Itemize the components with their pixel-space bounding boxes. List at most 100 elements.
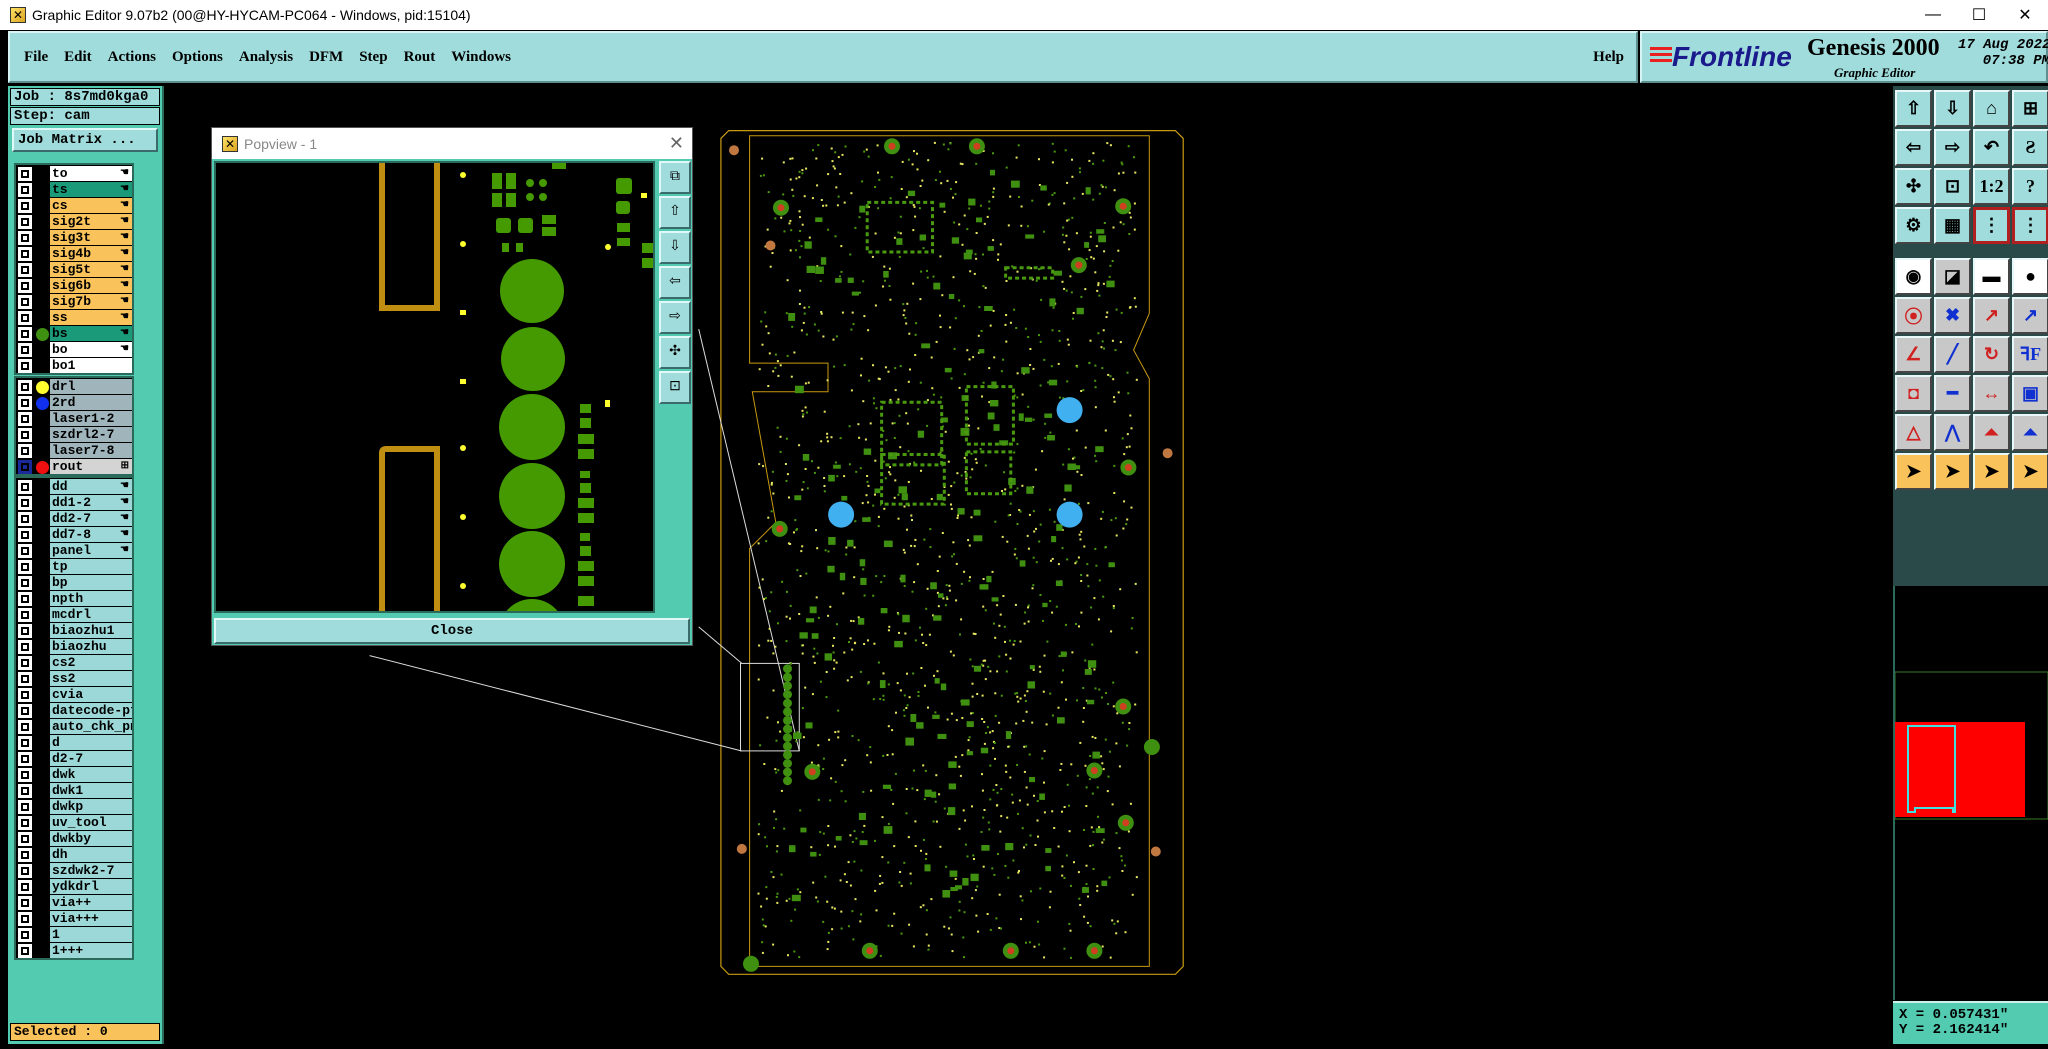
layer-name[interactable]: bo☚ [50,342,132,357]
layer-name[interactable]: auto_chk_pnl [50,719,132,734]
layer-row[interactable]: sig3t☚ [16,230,132,246]
pan-left-button[interactable]: ⇦ [659,266,691,299]
angle-button[interactable]: ∠ [1895,336,1932,373]
layer-row[interactable]: szdrl2-7 [16,427,132,443]
add-pad-button[interactable]: ◉ [1895,258,1932,295]
layer-visibility-checkbox[interactable] [18,343,32,357]
layer-row[interactable]: ss☚ [16,310,132,326]
arc-cross-button[interactable]: ⏶ [2012,414,2048,451]
layer-row[interactable]: bo☚ [16,342,132,358]
layer-name[interactable]: 1+++ [50,943,132,958]
layer-row[interactable]: sig6b☚ [16,278,132,294]
graphic-canvas[interactable] [164,86,1893,1044]
layer-row[interactable]: dwkp [16,799,132,815]
layer-name[interactable]: via++ [50,895,132,910]
spacing-button[interactable]: ↔ [1973,375,2010,412]
maximize-button[interactable]: ☐ [1971,7,1987,24]
menu-step[interactable]: Step [359,48,388,65]
menu-edit[interactable]: Edit [64,48,92,65]
layer-name[interactable]: to☚ [50,166,132,181]
layer-visibility-checkbox[interactable] [18,864,32,878]
select-box-button[interactable]: ➤ [1934,453,1971,490]
layer-visibility-checkbox[interactable] [18,736,32,750]
layer-visibility-checkbox[interactable] [18,512,32,526]
layer-name[interactable]: datecode-ptc [50,703,132,718]
layer-visibility-checkbox[interactable] [18,279,32,293]
layer-row[interactable]: 1 [16,927,132,943]
layer-visibility-checkbox[interactable] [18,800,32,814]
layer-row[interactable]: mcdrl [16,607,132,623]
layer-row[interactable]: dd1-2☚ [16,495,132,511]
layer-visibility-checkbox[interactable] [18,528,32,542]
layer-visibility-checkbox[interactable] [18,247,32,261]
layer-visibility-checkbox[interactable] [18,444,32,458]
layer-visibility-checkbox[interactable] [18,544,32,558]
move-point-button[interactable]: ↗ [1973,297,2010,334]
layer-toggle-1-button[interactable]: ⋮ [1973,207,2010,244]
layer-name[interactable]: dwkby [50,831,132,846]
undo-zoom-button[interactable]: ↶ [1973,129,2010,166]
restore-view-button[interactable]: ⧉ [659,161,691,194]
layer-row[interactable]: 2rd [16,395,132,411]
menu-analysis[interactable]: Analysis [238,48,294,65]
layer-visibility-checkbox[interactable] [18,704,32,718]
layer-row[interactable]: dd7-8☚ [16,527,132,543]
layer-row[interactable]: bo1 [16,358,132,374]
layer-name[interactable]: d [50,735,132,750]
menu-help[interactable]: Help [1593,48,1624,65]
layer-name[interactable]: uv_tool [50,815,132,830]
layer-name[interactable]: rout⊞ [50,459,132,474]
layer-visibility-checkbox[interactable] [18,784,32,798]
layer-visibility-checkbox[interactable] [18,359,32,373]
pan-up-button[interactable]: ⇧ [659,196,691,229]
layer-row[interactable]: cvia [16,687,132,703]
layer-name[interactable]: cs2 [50,655,132,670]
layer-name[interactable]: szdwk2-7 [50,863,132,878]
popview-title-bar[interactable]: ✕ Popview - 1 ✕ [212,128,692,159]
layer-row[interactable]: sig7b☚ [16,294,132,310]
layer-name[interactable]: bs☚ [50,326,132,341]
layer-name[interactable]: panel☚ [50,543,132,558]
layer-name[interactable]: laser7-8 [50,443,132,458]
layer-visibility-checkbox[interactable] [18,167,32,181]
layer-row[interactable]: dd☚ [16,479,132,495]
layer-name[interactable]: drl [50,379,132,394]
measure-button[interactable]: ▬ [1973,258,2010,295]
shape-button[interactable]: ▣ [2012,375,2048,412]
zoom-out-button[interactable]: ✣ [659,336,691,369]
popview-close-icon[interactable]: ✕ [668,133,684,153]
layer-visibility-checkbox[interactable] [18,428,32,442]
layer-visibility-checkbox[interactable] [18,199,32,213]
layer-row[interactable]: cs☚ [16,198,132,214]
arc-fill-button[interactable]: ⏶ [1973,414,2010,451]
layer-row[interactable]: uv_tool [16,815,132,831]
layer-name[interactable]: npth [50,591,132,606]
layer-visibility-checkbox[interactable] [18,752,32,766]
layer-name[interactable]: via+++ [50,911,132,926]
menu-windows[interactable]: Windows [451,48,511,65]
layer-name[interactable]: dwk1 [50,783,132,798]
pan-left-button[interactable]: ⇦ [1895,129,1932,166]
layer-visibility-checkbox[interactable] [18,640,32,654]
layer-visibility-checkbox[interactable] [18,460,32,474]
layer-visibility-checkbox[interactable] [18,928,32,942]
layer-visibility-checkbox[interactable] [18,880,32,894]
layer-name[interactable]: bp [50,575,132,590]
layer-row[interactable]: laser7-8 [16,443,132,459]
select-net-button[interactable]: ➤ [2012,453,2048,490]
pan-down-button[interactable]: ⇩ [1934,90,1971,127]
pan-up-button[interactable]: ⇧ [1895,90,1932,127]
select-button[interactable]: ➤ [1895,453,1932,490]
layer-row[interactable]: via++ [16,895,132,911]
layer-visibility-checkbox[interactable] [18,215,32,229]
layer-visibility-checkbox[interactable] [18,944,32,958]
rotate-button[interactable]: ↻ [1973,336,2010,373]
layer-name[interactable]: dwk [50,767,132,782]
layer-name[interactable]: dwkp [50,799,132,814]
layer-visibility-checkbox[interactable] [18,496,32,510]
layer-name[interactable]: biaozhu [50,639,132,654]
layer-visibility-checkbox[interactable] [18,896,32,910]
layer-visibility-checkbox[interactable] [18,608,32,622]
layer-visibility-checkbox[interactable] [18,327,32,341]
layer-row[interactable]: 1+++ [16,943,132,959]
